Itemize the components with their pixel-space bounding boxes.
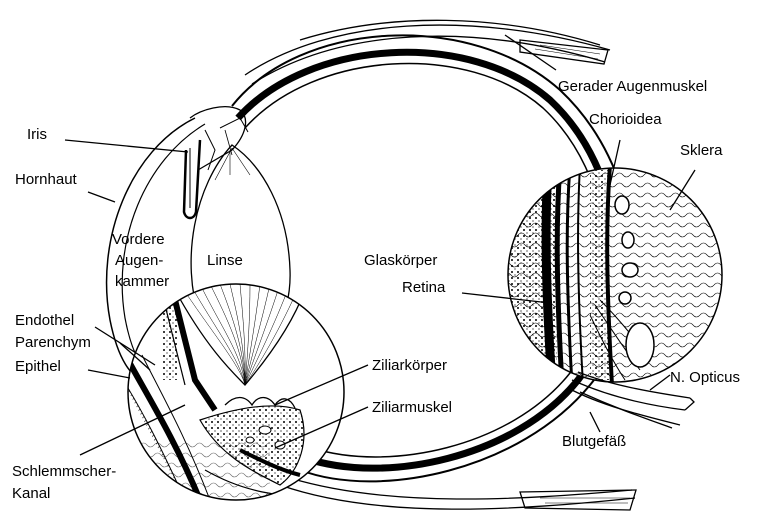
label-ziliarkoerper: Ziliarkörper [372,357,447,374]
leader-gerader-augenmuskel [505,35,556,70]
label-linse: Linse [207,252,243,269]
label-sklera: Sklera [680,142,723,159]
label-hornhaut: Hornhaut [15,171,78,188]
leader-n-opticus [650,375,670,390]
label-glaskoerper: Glaskörper [364,252,437,269]
label-n-opticus: N. Opticus [670,369,740,386]
label-ziliarmuskel: Ziliarmuskel [372,399,452,416]
label-retina: Retina [402,279,446,296]
label-parenchym: Parenchym [15,334,91,351]
label-chorioidea: Chorioidea [589,111,662,128]
leader-iris [65,140,188,152]
label-vordere-augenkammer-line2: Augen- [115,252,163,269]
label-schlemmscher-kanal-line2: Kanal [12,485,50,502]
label-epithel: Epithel [15,358,61,375]
lower-rectus-muscle [280,478,636,510]
leader-hornhaut [88,192,115,202]
label-vordere-augenkammer-line1: Vordere [112,231,165,248]
label-iris: Iris [27,126,47,143]
label-vordere-augenkammer-line3: kammer [115,273,169,290]
magnified-ciliary-region [120,284,344,500]
iris-and-ciliary-top [184,107,248,218]
magnified-retina-sclera [505,165,725,385]
label-endothel: Endothel [15,312,74,329]
label-gerader-augenmuskel: Gerader Augenmuskel [558,78,707,95]
label-blutgefaess: Blutgefäß [562,433,626,450]
leader-epithel [88,370,130,378]
label-schlemmscher-kanal-line1: Schlemmscher- [12,463,116,480]
leader-blutgefaess [590,412,600,432]
